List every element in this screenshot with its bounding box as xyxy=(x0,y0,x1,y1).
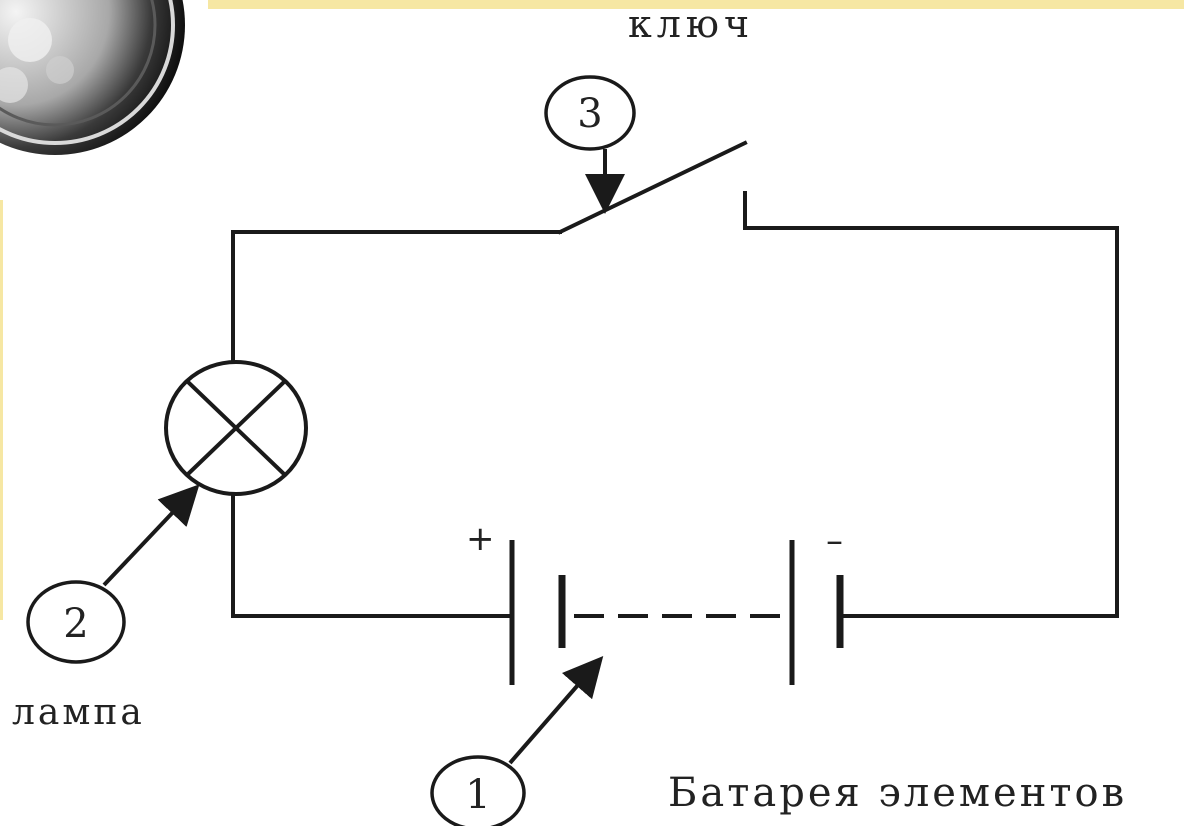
lamp-label: лампа xyxy=(12,692,145,733)
arrow-to-battery xyxy=(508,655,604,765)
marker-3-number: 3 xyxy=(577,91,602,137)
marker-2-number: 2 xyxy=(63,601,88,647)
flashlight-image xyxy=(0,0,185,155)
marker-3: 3 xyxy=(544,75,636,151)
battery-label: Батарея элементов xyxy=(668,770,1128,816)
wire-top-left xyxy=(231,230,562,236)
plus-sign: + xyxy=(466,519,495,559)
marker-2: 2 xyxy=(26,580,126,664)
arrow-to-lamp xyxy=(102,484,200,587)
battery-symbol xyxy=(509,540,844,685)
lamp-symbol xyxy=(164,360,308,496)
wire-left-lower xyxy=(231,493,514,618)
wire-top-right xyxy=(743,191,1119,618)
minus-sign: – xyxy=(826,521,843,561)
switch-lever xyxy=(557,140,748,235)
marker-1-number: 1 xyxy=(465,772,490,818)
key-label: ключ xyxy=(628,2,755,46)
marker-1: 1 xyxy=(430,755,526,830)
top-banner xyxy=(208,0,1184,9)
left-edge-strip xyxy=(0,200,3,620)
